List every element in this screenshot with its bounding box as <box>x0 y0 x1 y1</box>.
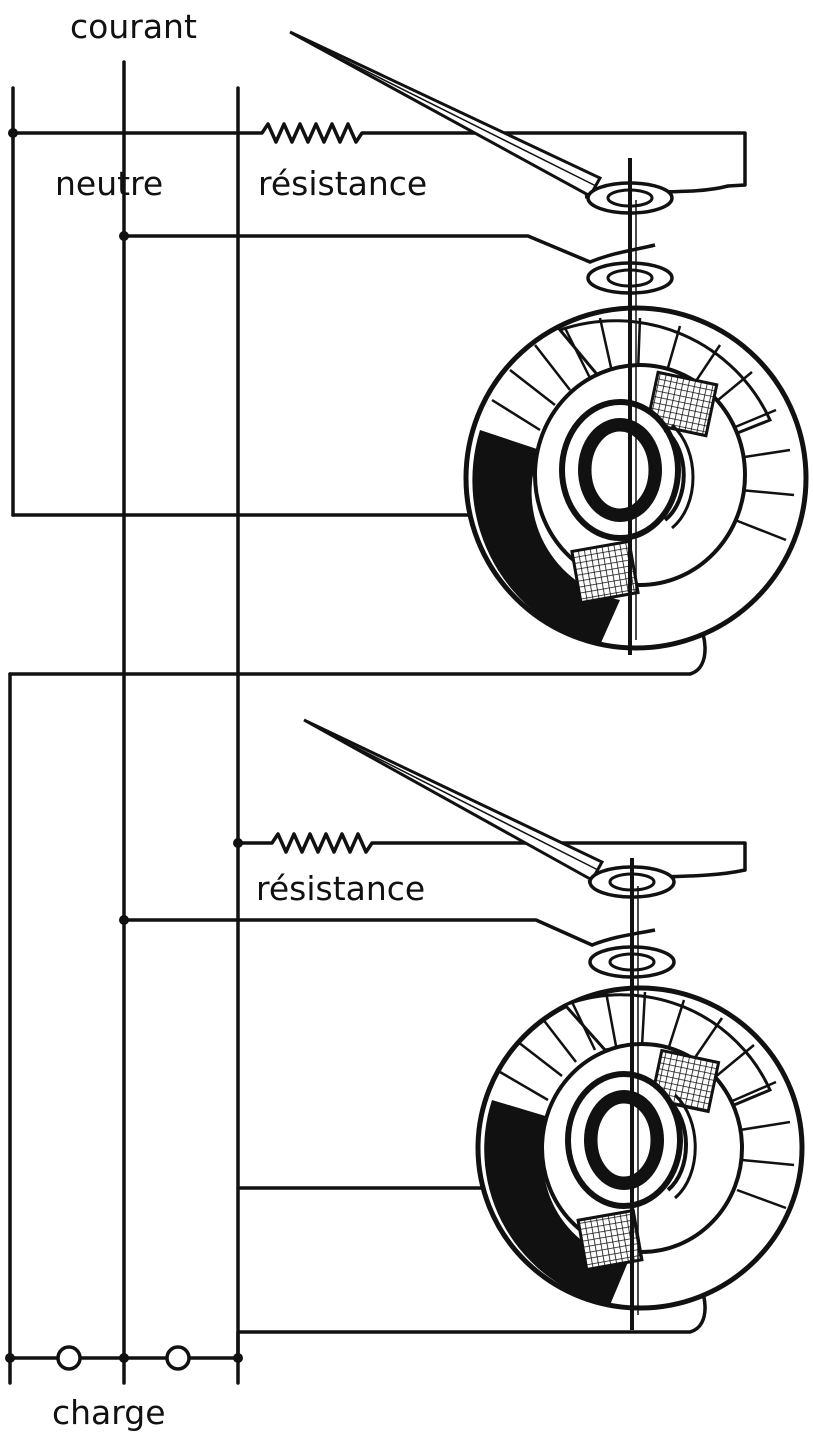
bottom-meter <box>303 718 805 1330</box>
load-terminal-left <box>56 1345 82 1371</box>
junction-dot <box>119 1353 129 1363</box>
resistance-label-bottom: résistance <box>256 869 426 908</box>
junction-dot <box>233 838 243 848</box>
junction-dot <box>119 915 129 925</box>
junction-dot <box>233 1353 243 1363</box>
top-neutral-wire <box>122 234 592 264</box>
junction-dot <box>8 128 18 138</box>
top-resistance-wire <box>11 122 747 188</box>
load-terminal-right <box>165 1345 191 1371</box>
top-pointer-needle <box>289 30 603 199</box>
resistance-label-top: résistance <box>258 164 428 203</box>
load-label: charge <box>52 1393 166 1432</box>
bottom-spring-arm-lower <box>591 928 656 947</box>
top-pole-piece-lower <box>570 539 640 605</box>
bottom-pointer-needle <box>303 718 605 883</box>
neutral-label: neutre <box>55 164 164 203</box>
top-spring-arm-lower <box>589 243 656 264</box>
bottom-resistance-wire <box>236 832 747 872</box>
junction-dot <box>5 1353 15 1363</box>
top-meter <box>289 30 809 655</box>
bottom-neutral-wire <box>122 918 594 947</box>
junction-dot <box>119 231 129 241</box>
current-label: courant <box>70 7 197 46</box>
